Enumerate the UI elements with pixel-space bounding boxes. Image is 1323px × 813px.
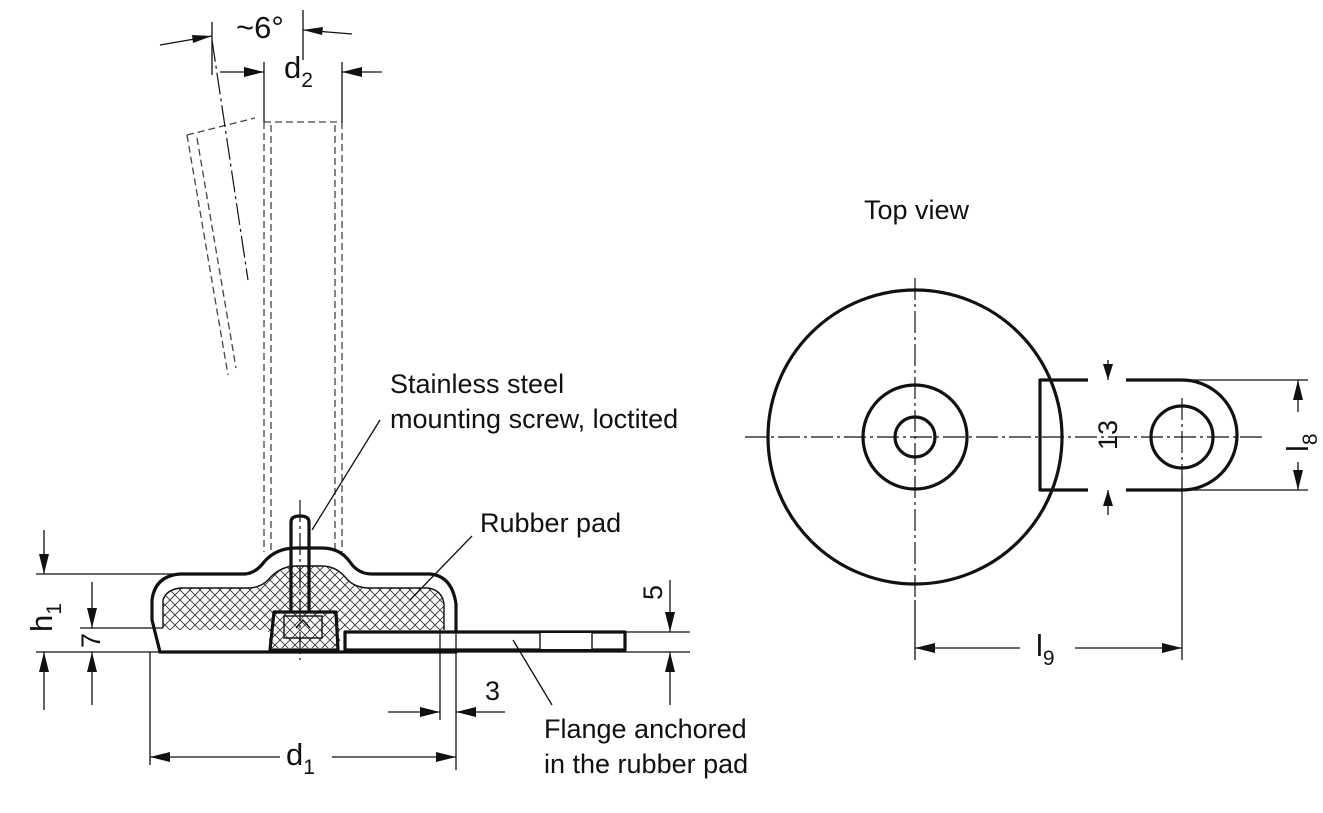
callout-flange-line2: in the rubber pad	[544, 749, 748, 779]
svg-text:d2: d2	[284, 50, 313, 92]
l9-label: l	[1036, 628, 1043, 663]
dim-13-label: 13	[1093, 420, 1123, 450]
threaded-stud-outline	[263, 121, 343, 552]
svg-text:l9: l9	[1036, 628, 1055, 670]
insert-nut	[268, 610, 340, 652]
d2-subscript: 2	[301, 69, 313, 92]
dim-3: 3	[388, 630, 505, 770]
d1-subscript: 1	[303, 756, 315, 779]
l9-subscript: 9	[1043, 647, 1055, 670]
tilted-stud-outline	[186, 39, 256, 376]
callout-flange: Flange anchored in the rubber pad	[512, 639, 748, 779]
rubber-core	[163, 566, 444, 648]
dim-7: 7	[76, 582, 163, 705]
svg-text:l8: l8	[1280, 433, 1322, 452]
callout-screw-line1: Stainless steel	[390, 369, 564, 399]
d1-label: d	[286, 737, 303, 772]
l9-dimension: l9	[914, 476, 1183, 670]
flange	[343, 630, 690, 652]
side-view: ~6° d2 h1 7	[24, 10, 748, 779]
l8-label: l	[1280, 445, 1315, 452]
l8-subscript: 8	[1299, 433, 1322, 445]
l8-dimension: l8	[1182, 379, 1322, 491]
callout-pad-text: Rubber pad	[480, 508, 621, 538]
top-view: Top view 13 l8	[745, 195, 1322, 670]
callout-screw-line2: mounting screw, loctited	[390, 404, 678, 434]
angle-dimension: ~6°	[159, 10, 353, 75]
h1-subscript: 1	[43, 603, 66, 615]
h1-dimension: h1	[24, 530, 690, 710]
callout-mounting-screw: Stainless steel mounting screw, loctited	[311, 369, 678, 531]
mounting-screw	[289, 500, 311, 660]
callout-rubber-pad: Rubber pad	[409, 508, 621, 601]
dim-5-label: 5	[638, 585, 668, 600]
h1-label: h	[24, 615, 59, 632]
d1-dimension: d1	[149, 652, 456, 779]
d2-label: d	[284, 50, 301, 85]
svg-text:h1: h1	[24, 603, 66, 632]
d2-dimension: d2	[220, 50, 382, 122]
top-view-title: Top view	[864, 195, 970, 225]
dim-13: 13	[1093, 360, 1123, 515]
dim-7-label: 7	[76, 633, 106, 648]
flange-tab	[1038, 378, 1239, 492]
callout-flange-line1: Flange anchored	[544, 714, 747, 744]
dim-3-label: 3	[485, 676, 500, 706]
dim-5: 5	[638, 580, 675, 705]
svg-text:d1: d1	[286, 737, 315, 779]
angle-label: ~6°	[236, 10, 284, 45]
